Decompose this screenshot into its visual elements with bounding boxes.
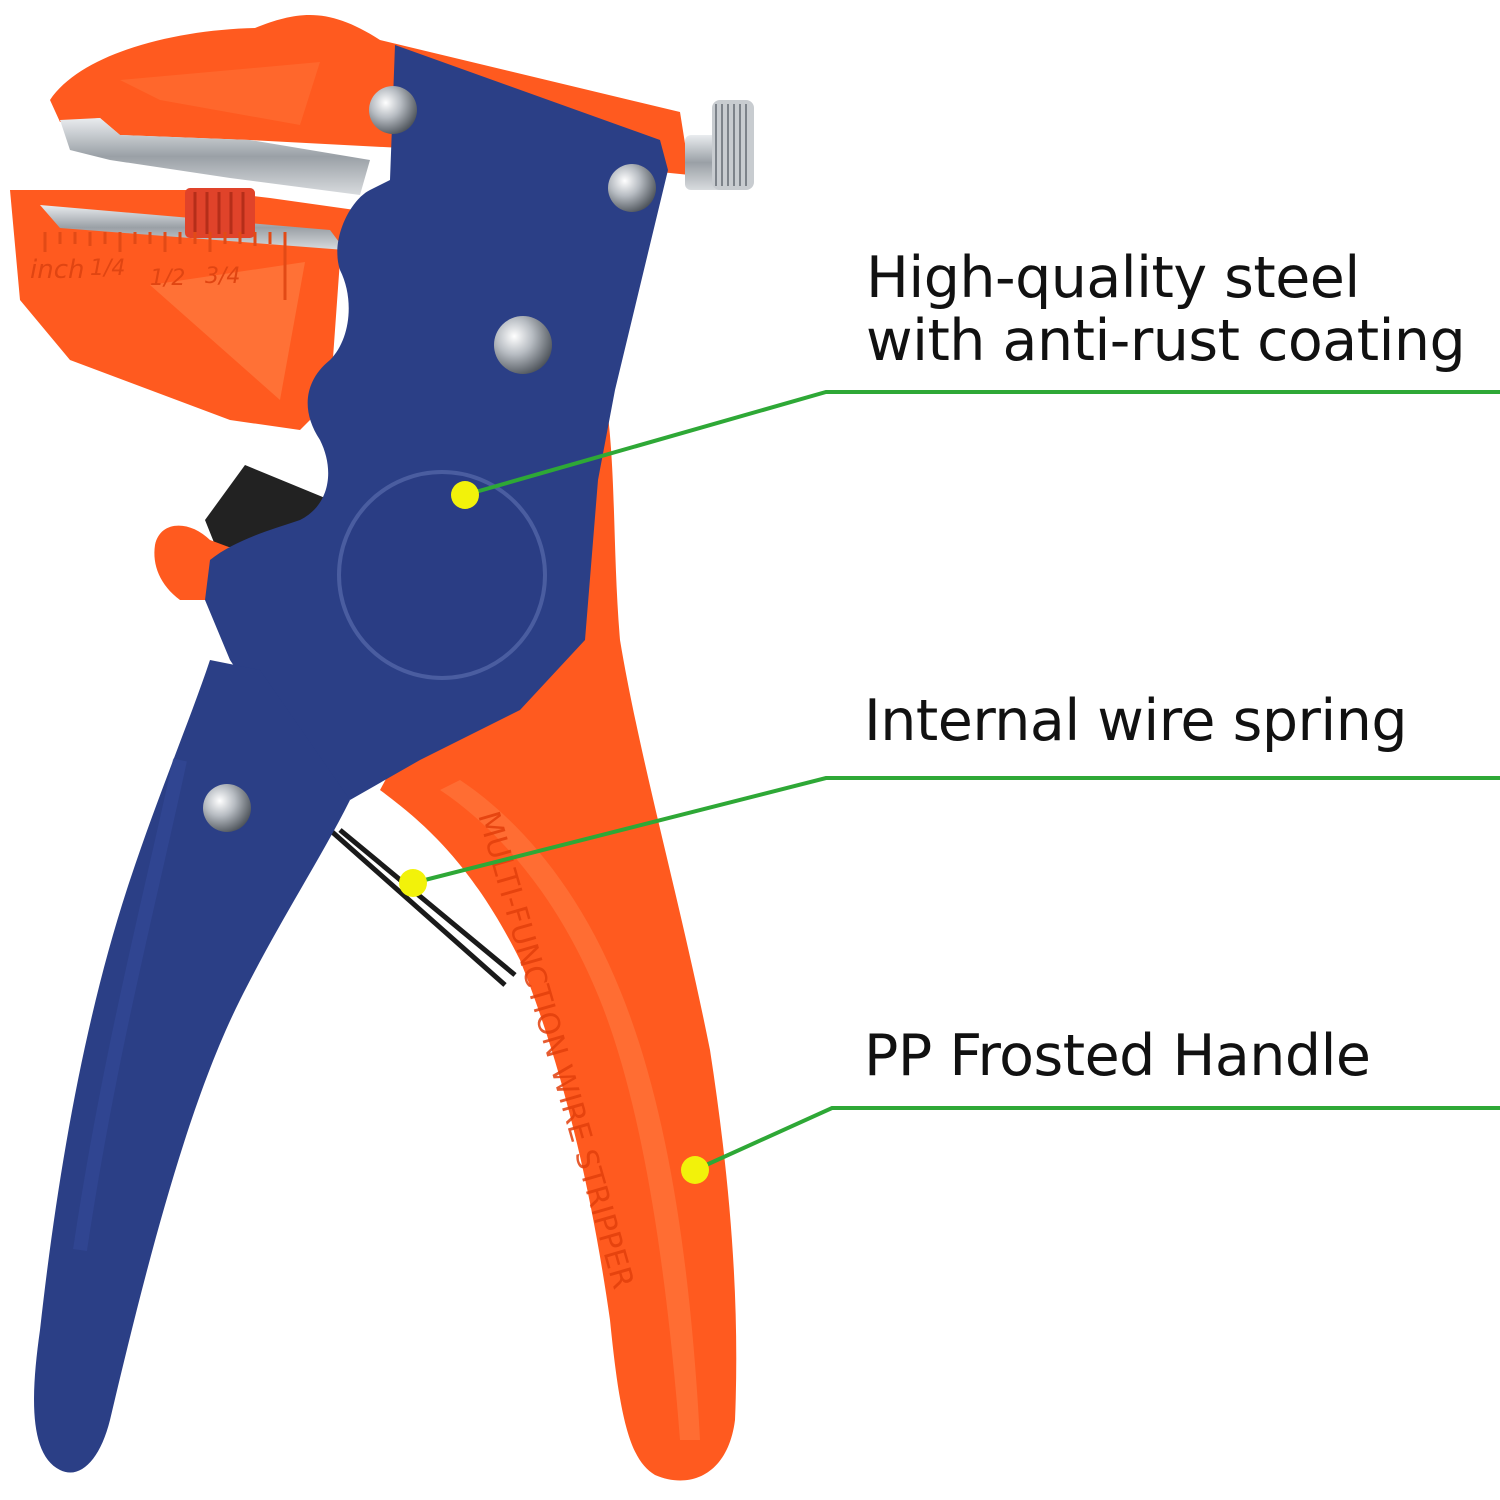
callout-steel-line2: with anti-rust coating [866, 308, 1466, 374]
upper-blade [60, 118, 370, 195]
leader-line-handle [694, 1106, 1500, 1172]
callout-steel-line1: High-quality steel [866, 245, 1360, 311]
blue-body [205, 45, 668, 800]
leader-line-spring [412, 776, 1500, 885]
pivot-disc [337, 470, 547, 680]
blue-handle [34, 660, 351, 1473]
marker-dot-spring [399, 869, 427, 897]
scale-mark-three-quarter: 3/4 [205, 264, 240, 289]
callout-spring-line1: Internal wire spring [864, 688, 1408, 754]
screw-4 [203, 784, 251, 832]
callout-steel: High-quality steel with anti-rust coatin… [866, 245, 1466, 374]
callout-handle-line1: PP Frosted Handle [864, 1023, 1371, 1089]
marker-dot-handle [681, 1156, 709, 1184]
callout-handle: PP Frosted Handle [864, 1023, 1371, 1089]
marker-dot-steel [451, 481, 479, 509]
adjustment-knob-icon [685, 100, 754, 190]
scale-mark-quarter: 1/4 [90, 256, 125, 281]
screw-1 [369, 86, 417, 134]
screw-2 [608, 164, 656, 212]
internal-spring-wire [328, 828, 507, 987]
scale-unit: inch [30, 255, 84, 285]
inch-scale [43, 232, 287, 300]
callout-spring: Internal wire spring [864, 688, 1408, 754]
leader-line-steel [464, 390, 1500, 497]
screw-3 [494, 316, 552, 374]
scale-mark-half: 1/2 [150, 266, 185, 291]
